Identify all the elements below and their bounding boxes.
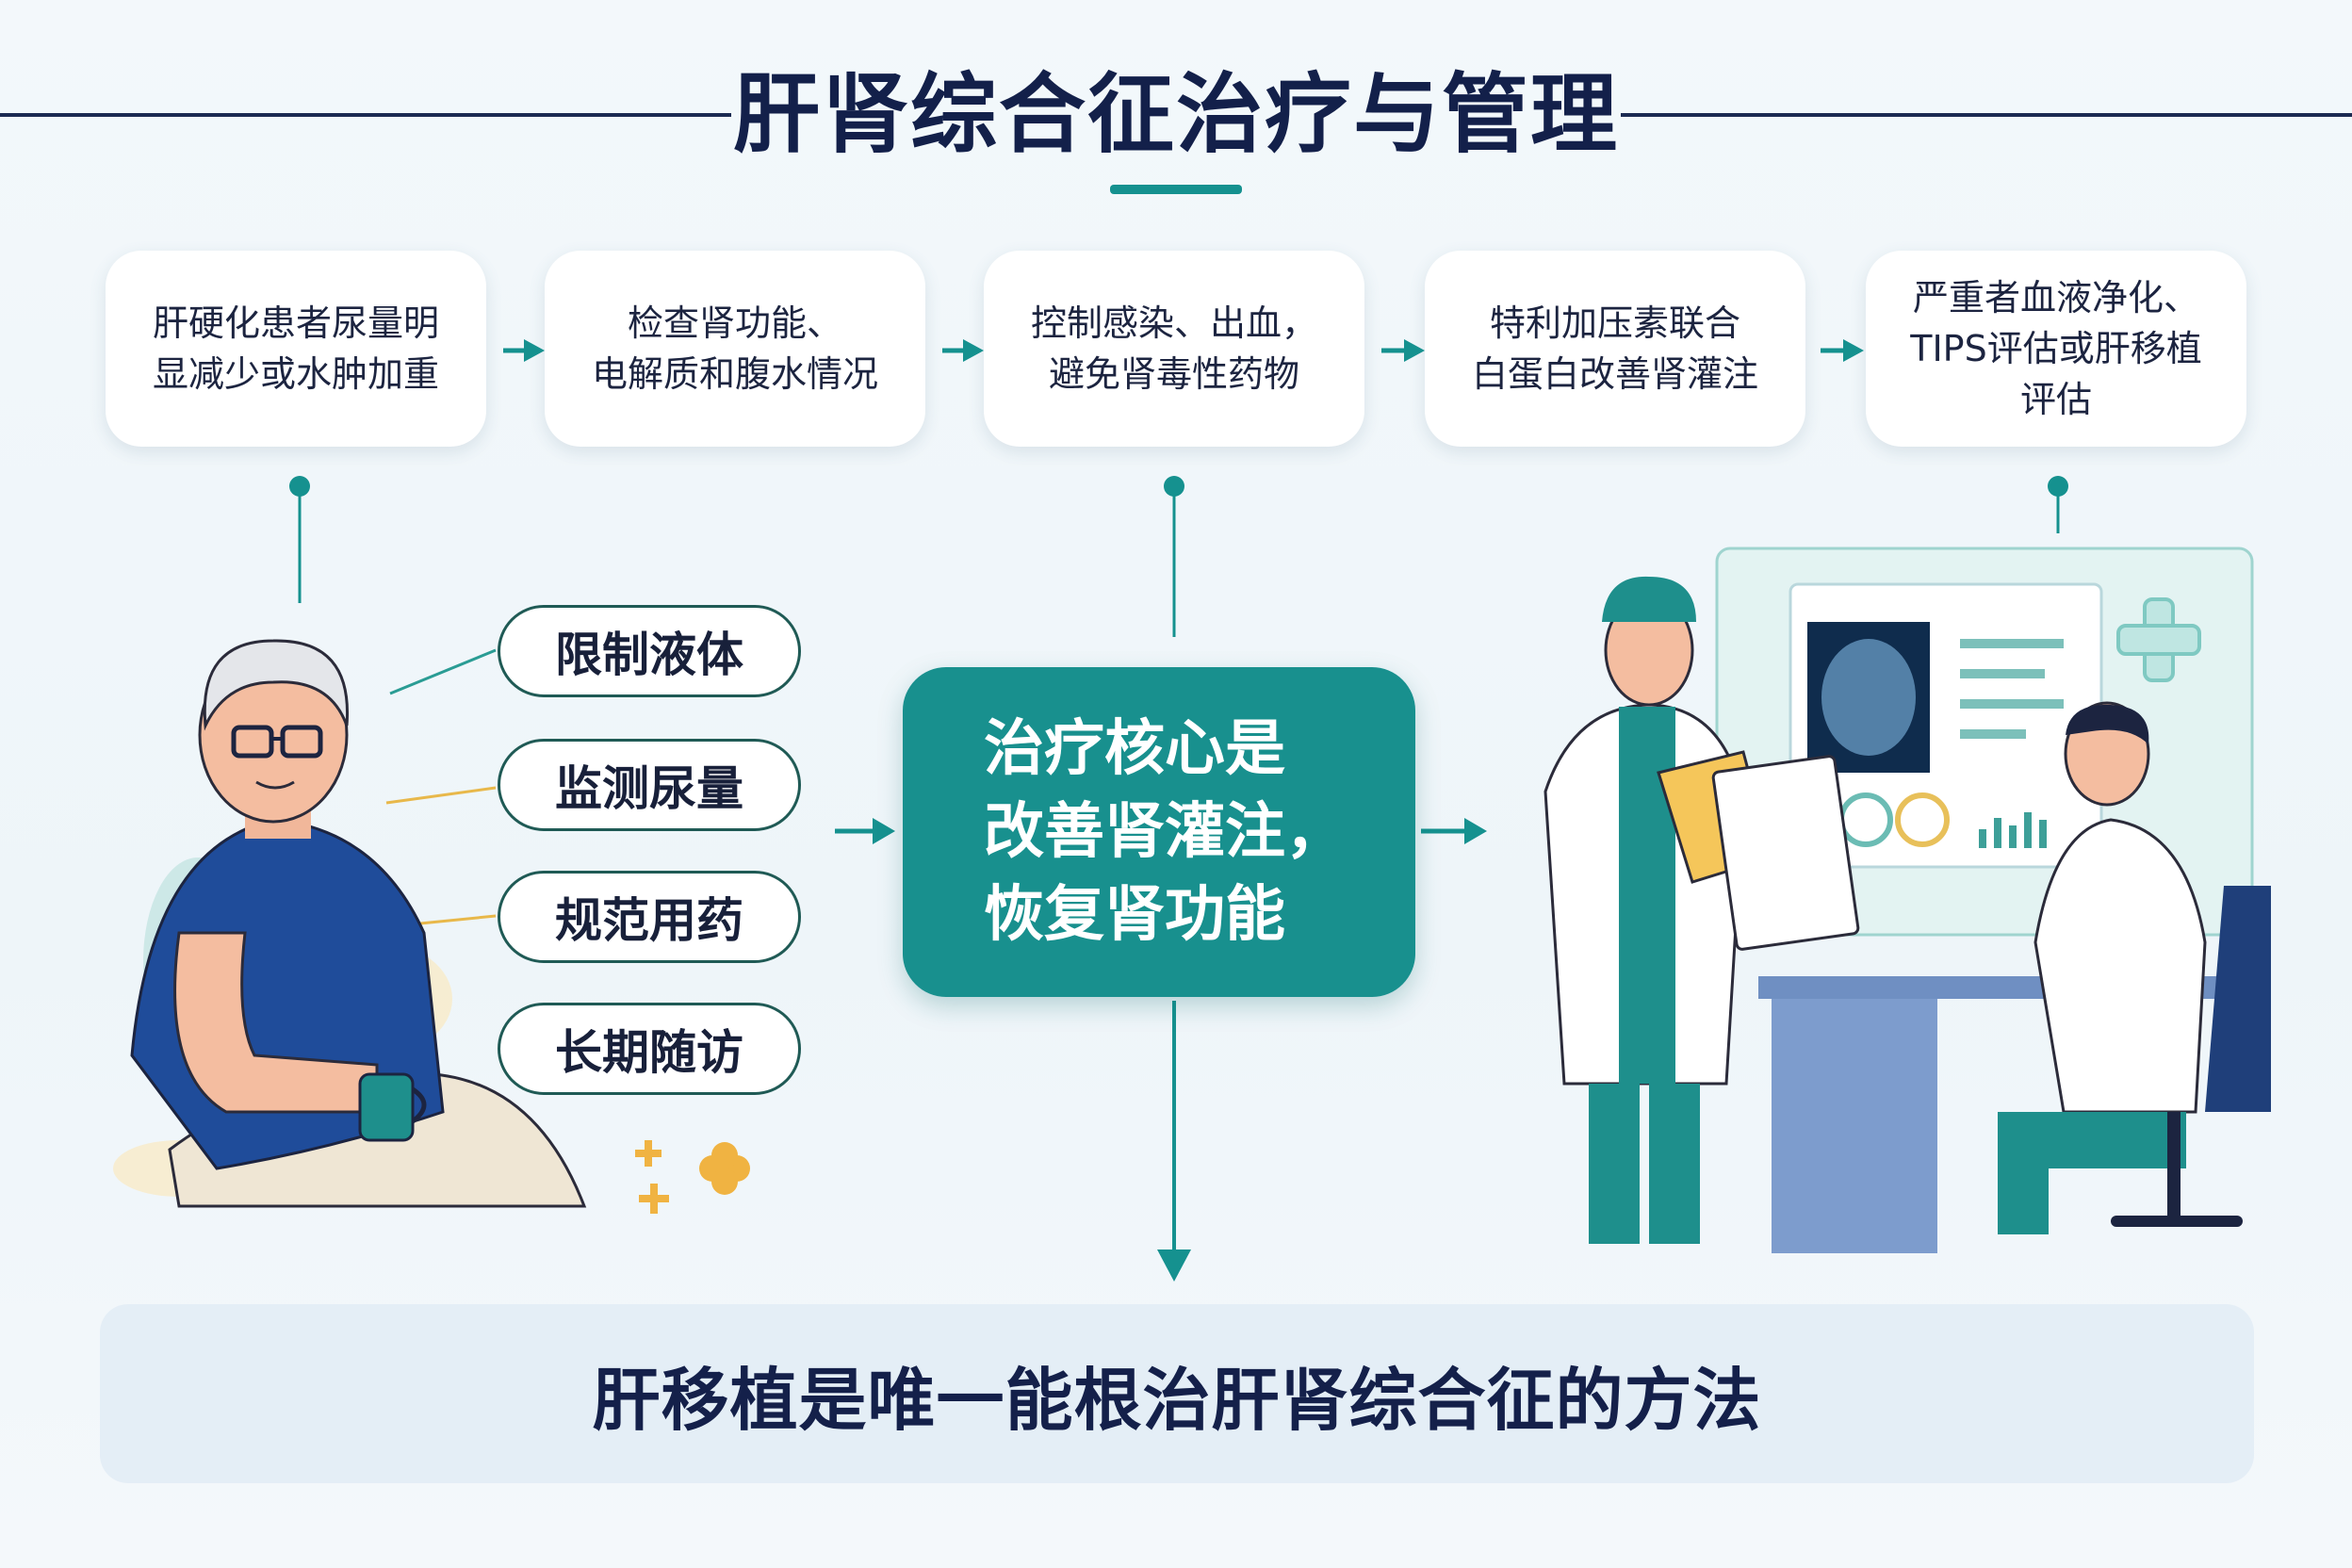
arrowhead-1-2 <box>524 339 545 362</box>
core-line-1: 治疗核心是 <box>984 714 1285 784</box>
pill-monitor-urine: 监测尿量 <box>498 739 801 831</box>
title-line-right <box>1621 113 2352 117</box>
step-box-1: 肝硬化患者尿量明显减少或水肿加重 <box>106 251 486 447</box>
bottom-text: 肝移植是唯一能根治肝肾综合征的方法 <box>592 1360 1762 1440</box>
patient-illustration <box>113 639 587 1208</box>
doctors-illustration <box>1544 547 2271 1253</box>
dot-step-1 <box>289 476 310 497</box>
arrowhead-2-3 <box>963 339 984 362</box>
step-5-line-3: 评估 <box>2019 379 2092 420</box>
core-line-3: 恢复肾功能 <box>984 880 1285 950</box>
dot-step-5 <box>2048 476 2068 497</box>
connector-pill-1 <box>389 648 497 695</box>
bottom-conclusion-banner: 肝移植是唯一能根治肝肾综合征的方法 <box>100 1304 2254 1483</box>
connector-pill-3 <box>419 914 497 925</box>
medical-cross-icon <box>2116 597 2201 682</box>
step-box-3: 控制感染、出血， 避免肾毒性药物 <box>984 251 1364 447</box>
step-box-2: 检查肾功能、电解质和腹水情况 <box>545 251 925 447</box>
step-4-line-1: 特利加压素联合 <box>1489 302 1740 344</box>
arrowhead-care-core <box>873 818 895 844</box>
step-box-5: 严重者血液净化、 TIPS评估或肝移植评估 <box>1866 251 2246 447</box>
arrowhead-core-doctors <box>1464 818 1487 844</box>
step-3-line-1: 控制感染、出血， <box>1030 302 1317 344</box>
pill-long-term-followup: 长期随访 <box>498 1003 801 1095</box>
step-1-line-1: 肝硬化患者尿量明 <box>152 302 439 344</box>
arrowhead-4-5 <box>1843 339 1864 362</box>
step-3-line-2: 避免肾毒性药物 <box>1048 353 1299 395</box>
step-2-line-1: 检查肾功能、 <box>627 302 842 344</box>
step-5-line-1: 严重者血液净化、 <box>1912 277 2199 318</box>
arrowhead-core-bottom <box>1157 1250 1191 1282</box>
pill-limit-fluid: 限制液体 <box>498 605 801 697</box>
dot-step-3 <box>1164 476 1184 497</box>
title-underline <box>1110 185 1242 194</box>
step-5-line-2: TIPS评估或肝移植 <box>1910 328 2202 369</box>
sparkle-icon <box>635 1140 750 1214</box>
step-4-line-2: 白蛋白改善肾灌注 <box>1471 353 1758 395</box>
page-title: 肝肾综合征治疗与管理 <box>732 64 1619 165</box>
core-treatment-box: 治疗核心是 改善肾灌注， 恢复肾功能 <box>903 667 1415 997</box>
step-1-line-2: 显减少或水肿加重 <box>152 353 439 395</box>
arrowhead-3-4 <box>1404 339 1425 362</box>
connector-pill-2 <box>385 786 497 805</box>
core-line-2: 改善肾灌注， <box>984 797 1346 867</box>
title-line-left <box>0 113 731 117</box>
step-2-line-2: 电解质和腹水情况 <box>591 353 878 395</box>
step-box-4: 特利加压素联合白蛋白改善肾灌注 <box>1425 251 1805 447</box>
pill-standard-medication: 规范用药 <box>498 871 801 963</box>
